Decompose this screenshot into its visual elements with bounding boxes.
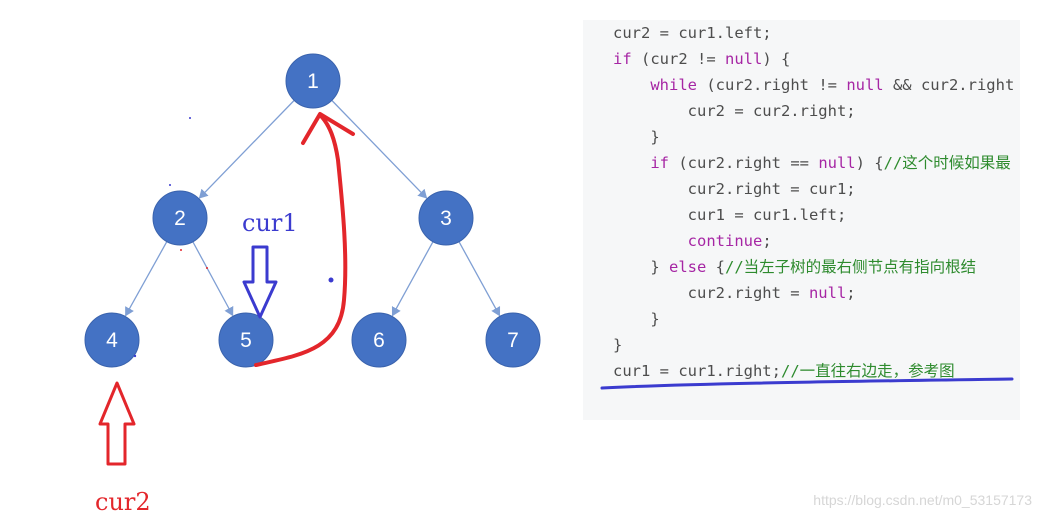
code-text: } (613, 310, 660, 328)
node-circle (84, 312, 140, 368)
node-circle (485, 312, 541, 368)
code-text: ) { (855, 154, 884, 172)
code-line: } (613, 332, 622, 358)
code-line: continue; (613, 228, 772, 254)
node-circle (152, 190, 208, 246)
node-label: 2 (174, 207, 186, 230)
code-text: } (613, 258, 669, 276)
code-keyword: null (808, 284, 847, 302)
cur1-arrow-icon (242, 245, 278, 319)
code-keyword: while (650, 76, 697, 94)
tree-node-7: 7 (485, 312, 541, 368)
thread-link-curve (254, 113, 348, 367)
stray-dot (189, 117, 191, 119)
code-line: } (613, 306, 660, 332)
code-comment: //这个时候如果最 (883, 154, 1011, 172)
code-line: cur2.right = null; (613, 280, 856, 306)
code-text: ; (846, 284, 856, 302)
code-text: (cur2.right == (669, 154, 819, 172)
stray-dot (328, 277, 334, 283)
code-text: ) { (762, 50, 791, 68)
code-keyword: null (818, 154, 856, 172)
code-text: (cur2.right != (697, 76, 847, 94)
code-line: cur2 = cur2.right; (613, 98, 856, 124)
node-circle (285, 53, 341, 109)
node-label: 7 (507, 329, 519, 352)
tree-nodes: 1 2 3 4 5 6 7 (84, 53, 541, 368)
node-circle (418, 190, 474, 246)
code-line: cur2 = cur1.left; (613, 20, 772, 46)
watermark: https://blog.csdn.net/m0_53157173 (813, 492, 1032, 508)
edge-3-7 (458, 241, 501, 317)
code-line: cur1 = cur1.right;//一直往右边走，参考图 (613, 358, 955, 384)
stray-dot (206, 267, 208, 269)
tree-node-2: 2 (152, 190, 208, 246)
tree-node-1: 1 (285, 53, 341, 109)
stray-dot (133, 354, 137, 358)
code-text: ; (762, 232, 772, 250)
node-circle (351, 312, 407, 368)
code-keyword: if (650, 154, 669, 172)
cur2-arrow-icon (98, 381, 136, 466)
tree-node-4: 4 (84, 312, 140, 368)
node-circle (218, 312, 274, 368)
code-line: } (613, 124, 660, 150)
edge-2-5 (192, 241, 234, 317)
code-text: } (613, 128, 660, 146)
tree-diagram: 1 2 3 4 5 6 7 cur1 cur2 (84, 53, 541, 516)
code-text: cur2 = cur1.left; (613, 24, 772, 42)
code-line: if (cur2.right == null) {//这个时候如果最 (613, 150, 1011, 176)
code-text: } (613, 336, 623, 354)
node-label: 4 (106, 329, 118, 352)
node-label: 3 (440, 207, 452, 230)
code-text: { (706, 258, 725, 276)
code-text (613, 76, 650, 94)
code-comment: //一直往右边走，参考图 (780, 362, 955, 380)
tree-edges (125, 99, 501, 317)
code-underline (600, 377, 1014, 390)
stray-dot (169, 184, 171, 186)
code-keyword: null (846, 76, 884, 94)
code-text: cur1 = cur1.right; (613, 362, 781, 380)
cur1-label: cur1 (242, 209, 298, 237)
edge-3-6 (391, 241, 434, 317)
code-text: cur2 = cur2.right; (613, 102, 856, 120)
code-line: while (cur2.right != null && cur2.right (613, 72, 1014, 98)
code-line: cur2.right = cur1; (613, 176, 856, 202)
code-keyword: if (613, 50, 632, 68)
code-text: (cur2 != (631, 50, 725, 68)
node-label: 1 (307, 70, 319, 93)
stray-dot (180, 249, 182, 251)
tree-node-6: 6 (351, 312, 407, 368)
node-label: 5 (240, 329, 252, 352)
code-text: && cur2.right (883, 76, 1015, 94)
code-keyword: null (725, 50, 763, 68)
node-label: 6 (373, 329, 385, 352)
thread-arrowhead-icon (301, 112, 355, 145)
code-text: cur2.right = cur1; (613, 180, 856, 198)
code-comment: //当左子树的最右侧节点有指向根结 (725, 258, 977, 276)
cur2-label: cur2 (95, 488, 151, 516)
code-text: cur1 = cur1.left; (613, 206, 847, 224)
edge-1-3 (331, 99, 428, 199)
tree-node-3: 3 (418, 190, 474, 246)
code-text: cur2.right = (613, 284, 809, 302)
code-line: if (cur2 != null) { (613, 46, 790, 72)
edge-1-2 (198, 99, 295, 199)
code-line: } else {//当左子树的最右侧节点有指向根结 (613, 254, 976, 280)
code-keyword: continue (687, 232, 763, 250)
code-line: cur1 = cur1.left; (613, 202, 847, 228)
code-text (613, 232, 688, 250)
tree-node-5: 5 (218, 312, 274, 368)
code-keyword: else (669, 258, 707, 276)
code-panel: cur2 = cur1.left;if (cur2 != null) { whi… (583, 20, 1020, 420)
code-text (613, 154, 650, 172)
edge-2-4 (125, 241, 168, 317)
